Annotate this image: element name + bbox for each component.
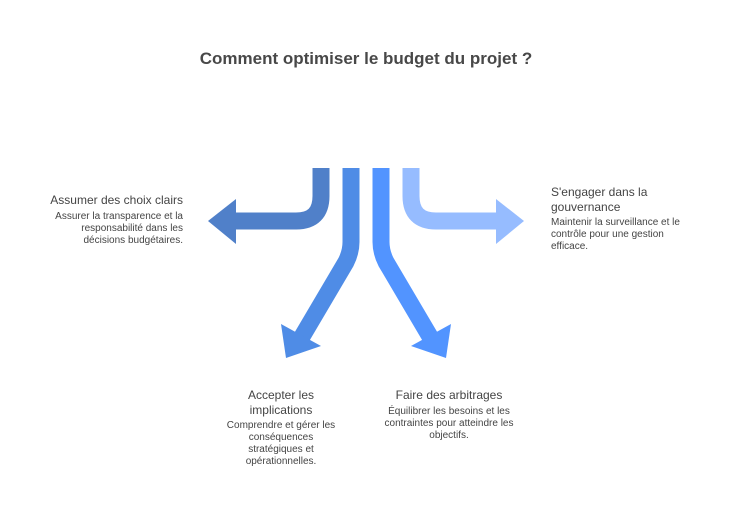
arrow-arbitrages <box>372 168 451 358</box>
arrow-gouvernance <box>402 168 524 244</box>
branch-title: Accepter les implications <box>247 388 315 417</box>
branch-description: Maintenir la surveillance et le contrôle… <box>551 217 680 252</box>
branch-arbitrages: Faire des arbitrages Équilibrer les beso… <box>384 388 514 442</box>
branch-accepter: Accepter les implications Comprendre et … <box>221 388 341 468</box>
branch-title: Faire des arbitrages <box>395 388 503 402</box>
branch-gouvernance: S'engager dans la gouvernance Maintenir … <box>551 185 701 253</box>
branch-description: Équilibrer les besoins et les contrainte… <box>384 405 514 441</box>
branch-title: Assumer des choix clairs <box>50 193 183 207</box>
branch-description: Assurer la transparence et la responsabi… <box>55 210 183 246</box>
arrow-assumer <box>208 168 330 244</box>
diagram-title: Comment optimiser le budget du projet ? <box>199 49 533 68</box>
branch-assumer: Assumer des choix clairs Assurer la tran… <box>40 193 183 247</box>
branch-description: Comprendre et gérer les conséquences str… <box>226 420 336 467</box>
arrow-accepter <box>281 168 360 358</box>
branch-title: S'engager dans la gouvernance <box>551 185 648 214</box>
